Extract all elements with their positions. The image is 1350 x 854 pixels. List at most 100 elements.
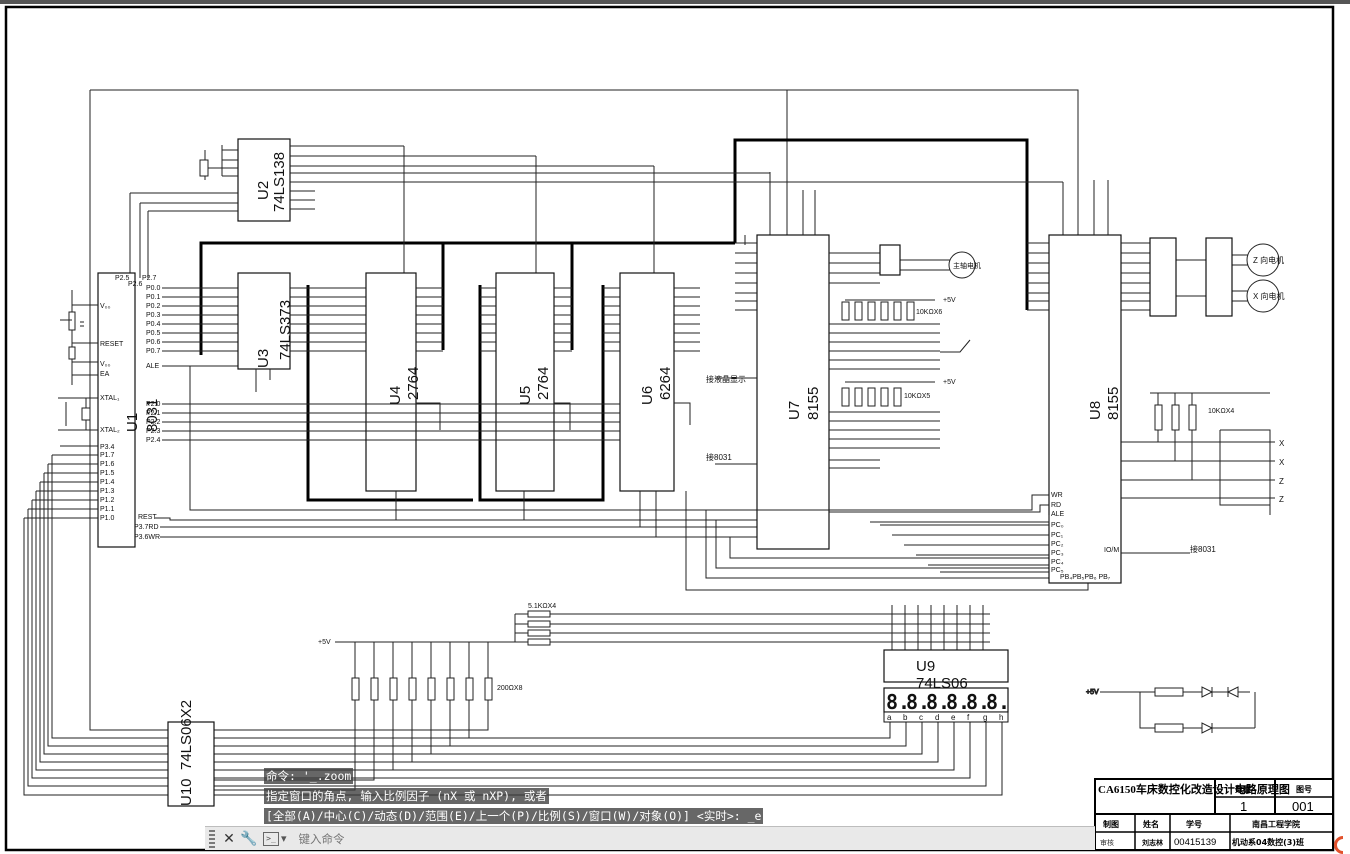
svg-text:XTAL₂: XTAL₂	[100, 427, 120, 434]
svg-text:P2.1: P2.1	[146, 410, 161, 417]
svg-text:+5V: +5V	[943, 379, 956, 386]
u6-chip[interactable]: U6 6264	[619, 272, 675, 492]
u5-label: U5	[517, 386, 534, 405]
u2-chip[interactable]: U2 74LS138	[237, 138, 291, 222]
u4-chip[interactable]: U4 2764	[365, 272, 422, 492]
reviewer-label: 审核	[1100, 838, 1114, 847]
svg-text:d: d	[935, 713, 939, 722]
u5-chip[interactable]: U5 2764	[495, 272, 555, 492]
u9-label: U9	[916, 658, 935, 675]
svg-text:RESET: RESET	[100, 341, 124, 348]
u2-label: U2	[255, 181, 272, 200]
resistor-network-200: 200ΩX8 +5V	[318, 639, 523, 701]
svg-text:a: a	[887, 713, 892, 722]
svg-text:5.1KΩX4: 5.1KΩX4	[528, 603, 556, 610]
u7-chip[interactable]: U7 8155	[756, 234, 830, 550]
svg-text:10KΩX5: 10KΩX5	[904, 393, 930, 400]
seven-segment-display: 8.8.8. 8.8.8. a b c d e f g h	[883, 687, 1010, 723]
svg-text:PC₀: PC₀	[1051, 522, 1064, 529]
svg-text:PB₄PB₅PB₆ PB₇: PB₄PB₅PB₆ PB₇	[1060, 574, 1111, 581]
u1-part: 8031	[144, 399, 161, 432]
drafter-name: 刘志林	[1142, 838, 1164, 847]
u10-label: U10	[178, 778, 195, 806]
svg-text:10KΩX4: 10KΩX4	[1208, 408, 1234, 415]
u8-pull-up-resistors: 10KΩX4 X X Z Z	[1154, 393, 1285, 504]
u5-part: 2764	[535, 367, 552, 400]
student-id: 00415139	[1174, 837, 1216, 848]
drawing-no-value: 001	[1292, 799, 1314, 814]
svg-text:P2.6: P2.6	[128, 281, 143, 288]
svg-text:b: b	[903, 713, 908, 722]
svg-text:8.: 8.	[906, 690, 930, 714]
u3-chip[interactable]: U3 74LS373	[237, 272, 294, 370]
title-block: CA6150车床数控化改造设计电路原理图 数量 1 图号 001 制图 姓名 学…	[1094, 778, 1334, 851]
u7-part: 8155	[805, 387, 822, 420]
wrench-icon[interactable]: 🔧	[240, 830, 258, 847]
u9-chip[interactable]: U9 74LS06	[883, 649, 1009, 692]
u7-pull-up-resistors: 10KΩX6 10KΩX5 +5V +5V	[841, 297, 956, 407]
svg-text:P3.4: P3.4	[100, 444, 115, 451]
svg-text:P2.7: P2.7	[142, 275, 157, 282]
svg-text:P0.2: P0.2	[146, 303, 161, 310]
command-history-line: 命令: '_.zoom	[264, 768, 354, 784]
u2-part: 74LS138	[271, 152, 288, 212]
svg-text:P0.0: P0.0	[146, 285, 161, 292]
svg-text:P0.5: P0.5	[146, 330, 161, 337]
svg-text:200ΩX8: 200ΩX8	[497, 685, 523, 692]
u8-label: U8	[1087, 401, 1104, 420]
svg-text:P1.4: P1.4	[100, 479, 115, 486]
command-input[interactable]	[296, 827, 1095, 850]
svg-text:P0.1: P0.1	[146, 294, 161, 301]
svg-text:+5V: +5V	[943, 297, 956, 304]
svg-text:RD: RD	[1051, 502, 1061, 509]
svg-text:h: h	[999, 713, 1003, 722]
svg-text:g: g	[983, 713, 987, 722]
svg-text:P2.3: P2.3	[146, 428, 161, 435]
close-icon[interactable]: ✕	[223, 830, 235, 847]
svg-text:P3.7RD: P3.7RD	[134, 524, 159, 531]
drag-handle[interactable]	[209, 829, 215, 848]
u10-part: 74LS06X2	[178, 700, 195, 770]
u6-label: U6	[639, 386, 656, 405]
app-logo-icon	[1334, 836, 1343, 854]
svg-text:PC₁: PC₁	[1051, 532, 1064, 539]
svg-text:X 向电机: X 向电机	[1253, 291, 1285, 301]
svg-text:WR: WR	[1051, 492, 1063, 499]
svg-text:PC₃: PC₃	[1051, 550, 1064, 557]
svg-text:V₀₀: V₀₀	[100, 361, 111, 368]
led-indicator-circuit: +5V	[1086, 686, 1256, 734]
svg-text:P1.6: P1.6	[100, 461, 115, 468]
svg-text:P1.5: P1.5	[100, 470, 115, 477]
u8-part: 8155	[1105, 387, 1122, 420]
svg-text:P0.4: P0.4	[146, 321, 161, 328]
svg-text:REST: REST	[138, 514, 157, 521]
qty-value: 1	[1240, 799, 1247, 814]
u1-chip[interactable]: U1 8031 P2.5 P2.6 P2.7 P0.0 P0.1 P0.2 P0…	[97, 272, 161, 548]
svg-text:PC₄: PC₄	[1051, 559, 1064, 566]
qty-header: 数量	[1235, 784, 1251, 794]
svg-text:X: X	[1279, 439, 1285, 448]
svg-text:P0.7: P0.7	[146, 348, 161, 355]
svg-text:c: c	[919, 713, 923, 722]
command-history-line: 指定窗口的角点, 输入比例因子 (nX 或 nXP), 或者	[264, 788, 549, 804]
u8-chip[interactable]: U8 8155 WR RD ALE PC₀ PC₁ PC₂ PC₃ PC₄ PC…	[1048, 234, 1216, 584]
svg-text:8.: 8.	[966, 690, 990, 714]
svg-text:P1.3: P1.3	[100, 488, 115, 495]
u10-chip[interactable]: U10 74LS06X2	[167, 700, 215, 807]
svg-text:接8031: 接8031	[1190, 544, 1216, 554]
svg-text:Z 向电机: Z 向电机	[1253, 255, 1284, 265]
svg-text:Z: Z	[1279, 495, 1284, 504]
u3-label: U3	[255, 349, 272, 368]
svg-text:P1.2: P1.2	[100, 497, 115, 504]
svg-text:Z: Z	[1279, 477, 1284, 486]
command-prompt-icon[interactable]: >_▾	[263, 831, 287, 846]
svg-text:8.: 8.	[986, 690, 1010, 714]
id-label: 学号	[1186, 819, 1202, 829]
svg-text:+5V: +5V	[1086, 689, 1099, 696]
svg-text:ALE: ALE	[146, 363, 160, 370]
svg-text:P1.0: P1.0	[100, 515, 115, 522]
spindle-driver: 主轴电机	[879, 244, 981, 279]
svg-text:接8031: 接8031	[706, 452, 732, 462]
svg-text:XTAL₁: XTAL₁	[100, 395, 120, 402]
